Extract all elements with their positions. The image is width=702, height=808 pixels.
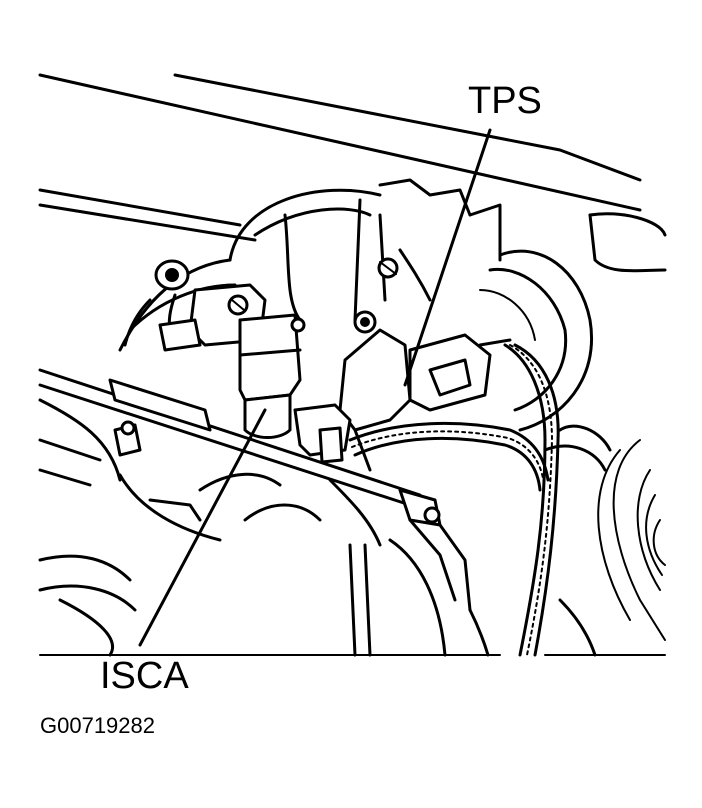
hood-outline bbox=[38, 73, 642, 242]
throttle-cable bbox=[38, 368, 472, 612]
throttle-body bbox=[118, 178, 593, 432]
isca-leader-line bbox=[138, 408, 267, 647]
tps-leader-line bbox=[403, 128, 492, 387]
isca-connector bbox=[293, 403, 352, 464]
engine-lower-outline bbox=[38, 398, 597, 657]
isca-label: ISCA bbox=[100, 655, 189, 697]
tps-connector bbox=[408, 333, 512, 412]
figure-id: G00719282 bbox=[40, 713, 155, 738]
wiring-harness bbox=[348, 343, 560, 657]
tps-label: TPS bbox=[468, 80, 542, 122]
tps-component bbox=[338, 310, 412, 472]
air-intake-duct bbox=[543, 212, 667, 641]
